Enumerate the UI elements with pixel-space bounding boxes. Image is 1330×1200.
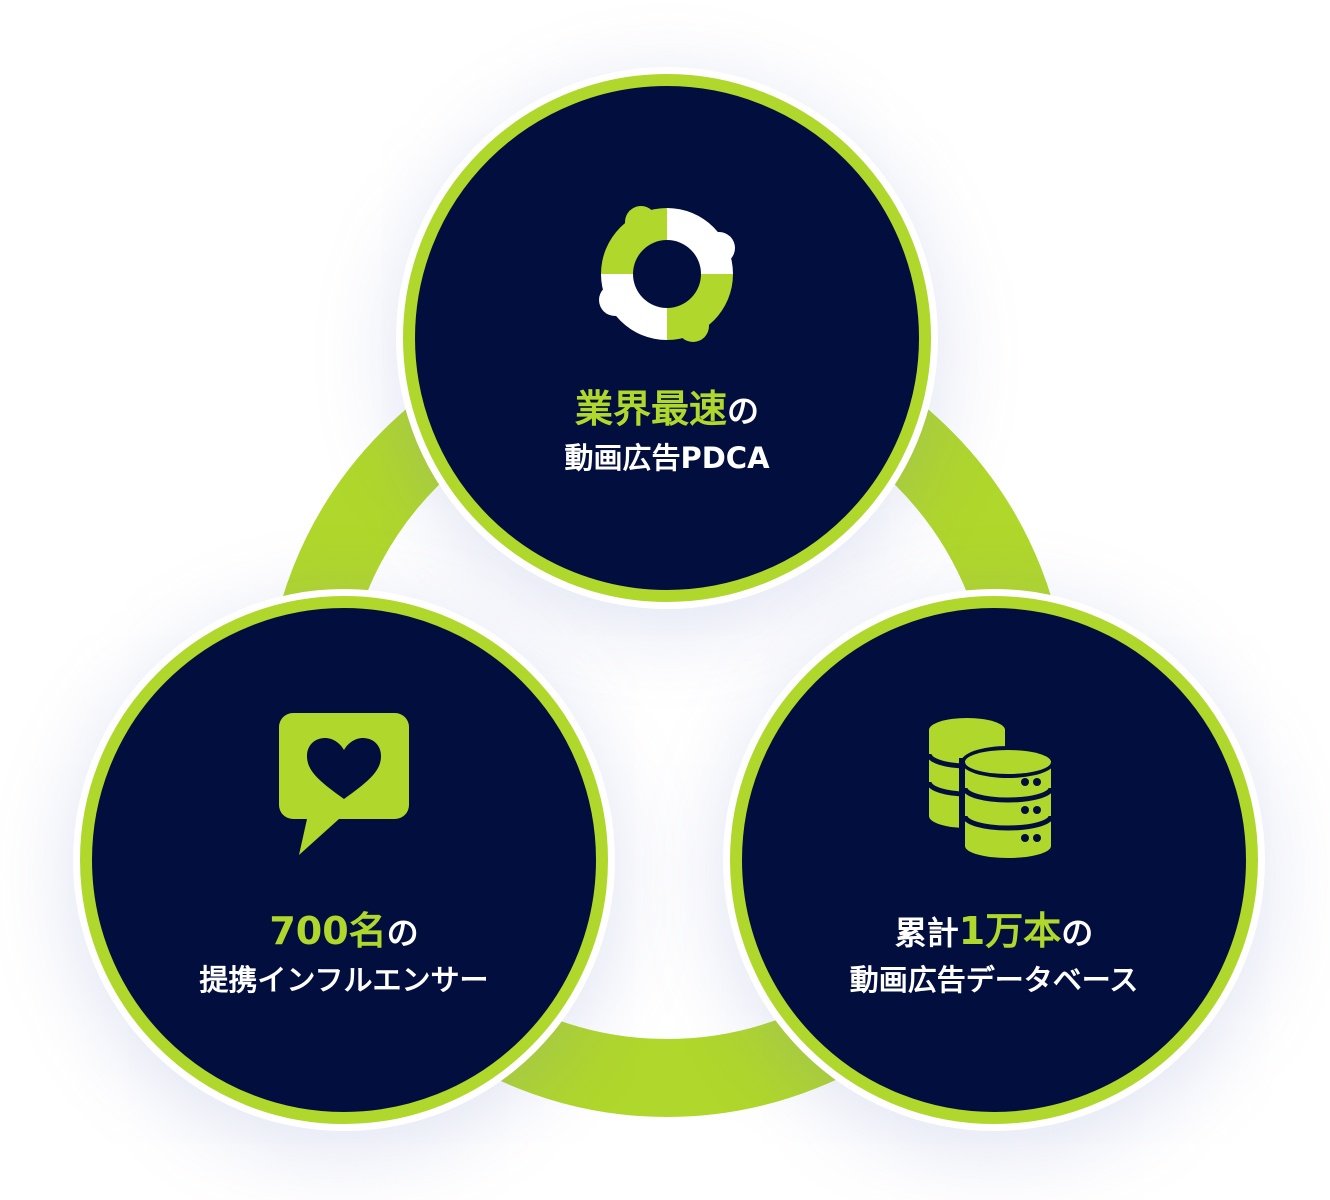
node-database-subtitle: 動画広告データベース	[849, 963, 1139, 998]
headline-particle: の	[1061, 914, 1094, 952]
node-pdca: 業界最速の 動画広告PDCA	[403, 74, 931, 602]
headline-prefix: 累計	[894, 914, 959, 952]
node-database: 累計1万本の 動画広告データベース	[730, 596, 1258, 1124]
node-influencer-subtitle: 提携インフルエンサー	[199, 963, 489, 998]
heart-speech-bubble-icon	[279, 713, 409, 867]
node-pdca-subtitle: 動画広告PDCA	[564, 441, 770, 476]
node-database-headline: 累計1万本の	[742, 904, 1246, 959]
headline-accent: 1万本	[958, 909, 1062, 953]
cycle-icon	[597, 204, 737, 348]
database-icon	[926, 718, 1059, 862]
headline-particle: の	[386, 914, 419, 952]
headline-particle: の	[727, 392, 760, 430]
headline-accent: 業界最速	[574, 387, 727, 431]
headline-accent: 700名	[269, 909, 387, 953]
node-pdca-headline: 業界最速の	[415, 382, 919, 437]
node-influencer-headline: 700名の	[92, 904, 596, 959]
node-influencer-label: 700名の 提携インフルエンサー	[92, 904, 596, 1001]
node-influencer: 700名の 提携インフルエンサー	[80, 596, 608, 1124]
node-pdca-label: 業界最速の 動画広告PDCA	[415, 382, 919, 479]
node-database-label: 累計1万本の 動画広告データベース	[742, 904, 1246, 1001]
